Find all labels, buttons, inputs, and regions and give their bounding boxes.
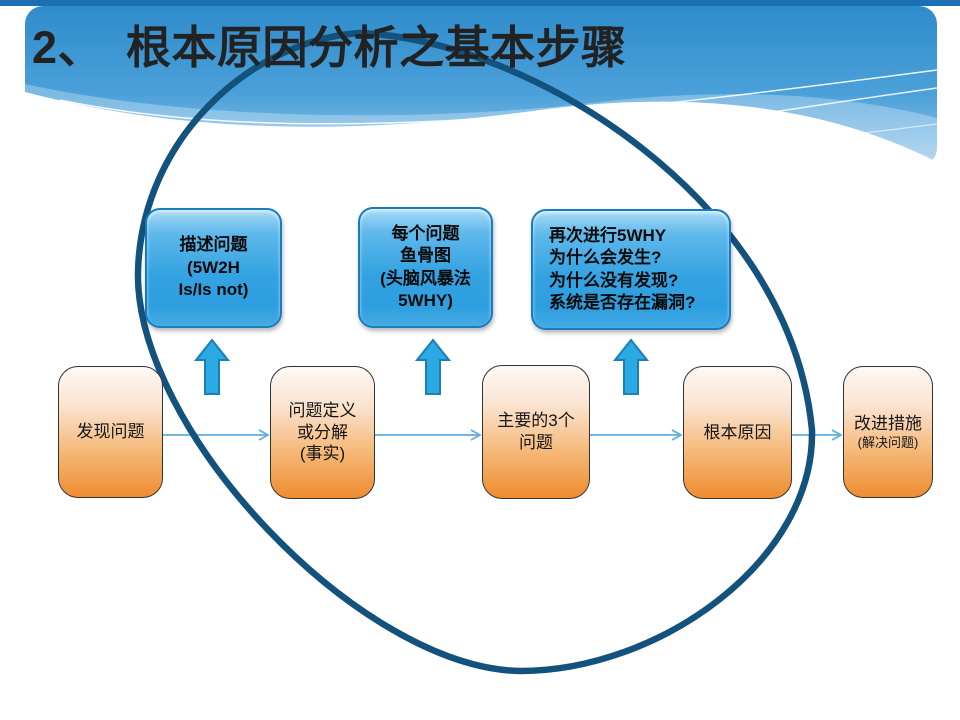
step-define-problem: 问题定义 或分解 (事实) (270, 366, 375, 499)
header-swoosh-line-1 (59, 69, 938, 125)
step-main-3-problems: 主要的3个 问题 (482, 365, 590, 499)
header-wave-banner (0, 0, 960, 200)
up-arrow-1 (193, 338, 231, 395)
focus-ellipse (134, 29, 816, 675)
header-swoosh-line-3 (499, 123, 938, 166)
step-improvement: 改进措施 (解决问题) (843, 366, 933, 498)
connector-arrow-1 (163, 429, 270, 441)
callout-describe-problem-text: 描述问题 (5W2H Is/Is not) (178, 235, 249, 300)
callout-fishbone: 每个问题 鱼骨图 (头脑风暴法 5WHY) (358, 207, 493, 328)
step-find-problem-label: 发现问题 (76, 422, 145, 442)
callout-describe-problem: 描述问题 (5W2H Is/Is not) (145, 208, 282, 328)
header-swoosh-line-2 (329, 87, 938, 169)
connector-arrow-3 (590, 429, 683, 441)
up-arrow-3 (612, 338, 650, 395)
callout-five-why-again-text: 再次进行5WHY 为什么会发生? 为什么没有发现? 系统是否存在漏洞? (549, 225, 696, 312)
up-arrows (193, 338, 650, 395)
connector-arrow-4 (792, 429, 843, 441)
connector-arrows (163, 429, 843, 441)
up-arrow-2 (414, 338, 452, 395)
page-title: 2、 根本原因分析之基本步骤 (32, 22, 627, 73)
header-wave-white (25, 92, 937, 200)
step-find-problem: 发现问题 (58, 366, 163, 498)
step-improvement-sublabel: (解决问题) (857, 434, 919, 450)
connector-arrow-2 (375, 429, 482, 441)
step-define-problem-label: 问题定义 或分解 (事实) (288, 400, 357, 464)
step-improvement-label: 改进措施 (854, 414, 922, 433)
callout-fishbone-text: 每个问题 鱼骨图 (头脑风暴法 5WHY) (380, 223, 471, 310)
top-edge-strip (0, 0, 960, 6)
step-root-cause-label: 根本原因 (703, 422, 772, 442)
callout-five-why-again: 再次进行5WHY 为什么会发生? 为什么没有发现? 系统是否存在漏洞? (531, 209, 731, 330)
step-root-cause: 根本原因 (683, 366, 792, 499)
step-main-3-problems-label: 主要的3个 问题 (497, 411, 575, 452)
